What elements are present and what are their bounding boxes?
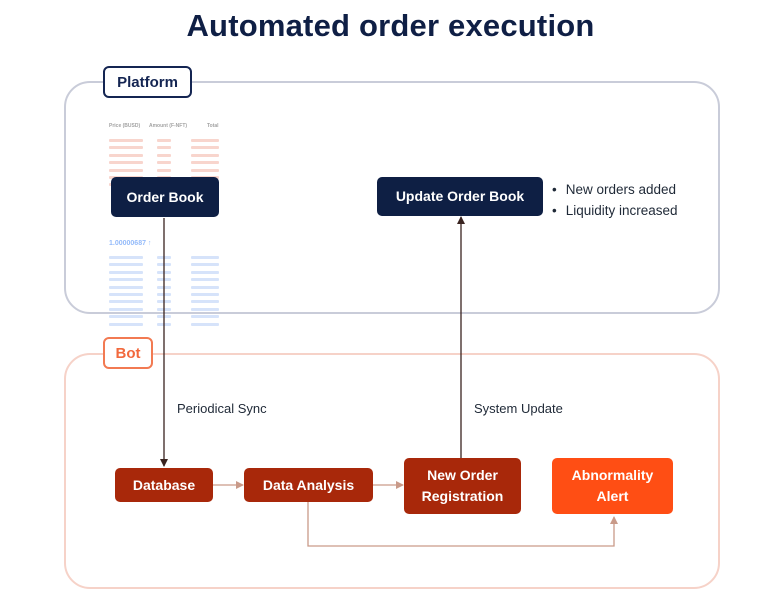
order-book-row-0 [103, 137, 227, 144]
abnormality-alert-line1: Abnormality [571, 467, 654, 483]
update-order-book-node: Update Order Book [377, 177, 543, 216]
data-analysis-node: Data Analysis [244, 468, 373, 502]
periodical-sync-label: Periodical Sync [177, 401, 267, 416]
platform-region [64, 81, 720, 314]
page-title: Automated order execution [186, 8, 595, 43]
update-notes-list: New orders added Liquidity increased [552, 179, 678, 221]
update-note-liquidity: Liquidity increased [552, 200, 678, 221]
bot-tag: Bot [103, 337, 153, 369]
order-book-mid-price-value: 1.00000687 ↑ [109, 240, 152, 247]
order-book-node: Order Book [111, 177, 219, 217]
abnormality-alert-line2: Alert [596, 488, 629, 504]
analysis-to-alert-arrow [307, 501, 618, 547]
database-node: Database [115, 468, 213, 502]
order-book-header-amount: Amount (F-NFT) [149, 123, 188, 129]
new-order-registration-line2: Registration [421, 488, 504, 504]
order-book-mid-price: 1.00000687 ↑ [103, 240, 227, 247]
order-book-table-header: Price (BUSD) Amount (F-NFT) Total [103, 123, 227, 130]
abnormality-alert-node: Abnormality Alert [552, 458, 673, 514]
new-order-registration-node: New Order Registration [404, 458, 521, 514]
order-book-row-4 [103, 167, 227, 174]
system-update-label: System Update [474, 401, 563, 416]
bot-region [64, 353, 720, 589]
order-book-row-3 [103, 159, 227, 166]
order-book-row-2 [103, 152, 227, 159]
new-order-registration-line1: New Order [427, 467, 498, 483]
order-book-row-1 [103, 144, 227, 151]
platform-tag: Platform [103, 66, 192, 98]
update-note-new-orders: New orders added [552, 179, 678, 200]
order-book-header-total: Total [207, 123, 219, 129]
order-book-header-price: Price (BUSD) [109, 123, 141, 129]
